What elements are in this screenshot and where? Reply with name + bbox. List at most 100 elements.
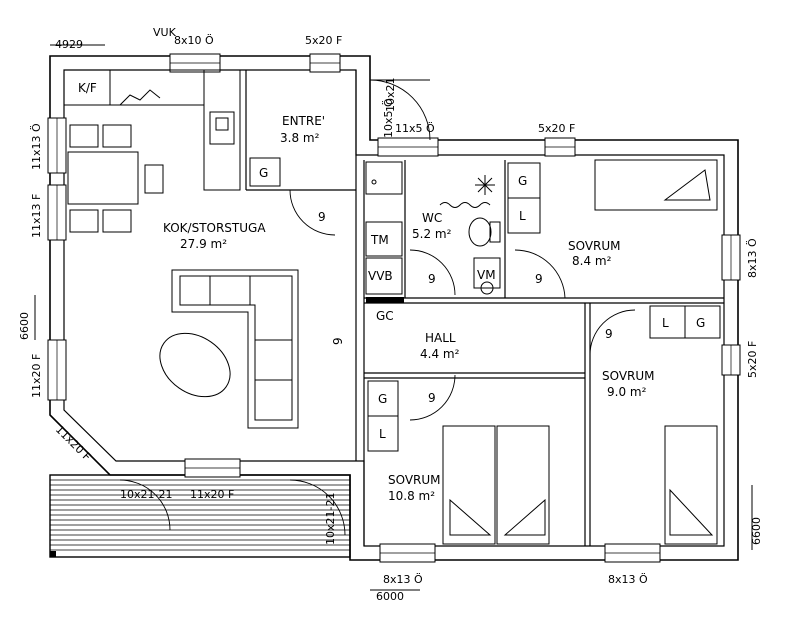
tm-unit [365,221,403,257]
wardrobes [367,162,721,452]
room-name-kok: KOK/STORSTUGA [163,221,266,235]
bed-sovrum2 [664,425,718,545]
label-entre-door: 10x21 [384,77,397,112]
chair [102,124,132,148]
room-area-kok: 27.9 m² [180,237,227,251]
room-name-wc: WC [422,211,442,225]
kitchen-right-counter [203,69,241,191]
fridge-g [249,157,281,187]
main-outer-wall [49,55,739,561]
sovrum2-door [589,309,636,356]
living-set [159,269,299,429]
room-name-sovrum2: SOVRUM [602,369,655,383]
label-window-sovrum1-top: 5x20 F [538,122,575,135]
label-terrace-door: 10x21-21 [324,493,337,545]
room-area-sovrum2: 9.0 m² [607,385,647,399]
room-name-hall: HALL [425,331,456,345]
label-window-kok-top: 8x10 Ö [174,34,214,47]
chair [69,124,99,148]
coffee-table [159,332,231,398]
label-window-bottom-main: 11x20 F [190,488,234,501]
bed-sovrum3-left [442,425,496,545]
label-window-right-lower: 5x20 F [746,341,759,378]
label-vvb: VVB [368,269,393,283]
label-bottom-door: 10x21-21 [120,488,172,501]
label-l-sovrum3: L [379,427,386,441]
stove-icon [209,111,235,145]
bed-sovrum3-right [496,425,550,545]
wc-fixtures [365,161,501,295]
dimension-bottom: 6000 [376,590,404,603]
room-area-hall: 4.4 m² [420,347,460,361]
label-window-bottom-left: 8x13 Ö [383,573,423,586]
room-area-sovrum3: 10.8 m² [388,489,435,503]
room-name-sovrum3: SOVRUM [388,473,441,487]
dimension-top: 4929 [55,38,83,51]
label-vuk: VUK [153,26,177,39]
room-name-sovrum1: SOVRUM [568,239,621,253]
door-width-kok: 9 [318,210,326,224]
bed-sovrum1 [594,159,718,211]
label-g-sovrum2: G [696,316,705,330]
room-area-wc: 5.2 m² [412,227,452,241]
terrace-door [289,479,346,536]
hall-opening [119,479,171,531]
dining-set [67,124,164,233]
sovrum1-door [514,249,566,299]
beds [442,159,718,545]
terrace-hatch [50,479,350,551]
dimension-right: 6600 [750,517,763,545]
label-window-right-upper: 8x13 Ö [746,238,759,278]
label-l-sovrum2: L [662,316,669,330]
interior-walls [245,70,724,546]
label-window-bottom-right: 8x13 Ö [608,573,648,586]
label-window-wc-top: 11x5 Ö [395,122,435,135]
label-window-entre-top: 5x20 F [305,34,342,47]
chair [144,164,164,194]
stair-icon [119,89,161,106]
washing-machine [473,257,501,289]
door-width-wc: 9 [428,272,436,286]
label-entre-side: 10x5 Ö [382,98,395,138]
label-window-corner: 11x20 F [53,423,94,464]
dining-table [67,151,139,205]
wc-door [409,249,456,296]
label-kf: K/F [78,81,97,95]
gc-hatch [366,297,404,303]
room-name-entre: ENTRE' [282,114,325,128]
room-area-entre: 3.8 m² [280,131,320,145]
label-gc: GC [376,309,394,323]
label-g-sovrum1: G [518,174,527,188]
door-width-sovrum2: 9 [605,327,613,341]
corner-sofa [171,269,299,429]
door-width-sovrum3: 9 [428,391,436,405]
room-area-sovrum1: 8.4 m² [572,254,612,268]
label-l-sovrum1: L [519,209,526,223]
label-tm: TM [370,233,389,247]
sovrum3-door [409,374,456,421]
chair [102,209,132,233]
toilet [468,217,492,247]
label-g-sovrum3: G [378,392,387,406]
wardrobe-l-sovrum3 [367,415,399,452]
door-swings [119,79,636,536]
terrace-corner-marker [50,551,56,557]
washbasin-counter [365,161,403,195]
label-g-entre: G [259,166,268,180]
kitchen-fixtures [63,69,281,191]
door-width-sovrum1: 9 [535,272,543,286]
label-window-left-lower: 11x20 F [30,354,43,398]
wardrobe-g-sovrum2 [684,305,721,339]
vvb-unit [365,257,403,295]
door-width-hall: 9 [331,337,345,345]
dimension-lines [34,44,753,591]
label-vm: VM [477,268,496,282]
dimension-left: 6600 [18,312,31,340]
entre-exterior-door [369,79,431,141]
wavy-line [439,202,491,208]
wardrobe-l-sovrum1 [507,197,541,234]
window-glazing-lines [56,62,732,554]
label-window-left-mid: 11x13 F [30,194,43,238]
chair [69,209,99,233]
